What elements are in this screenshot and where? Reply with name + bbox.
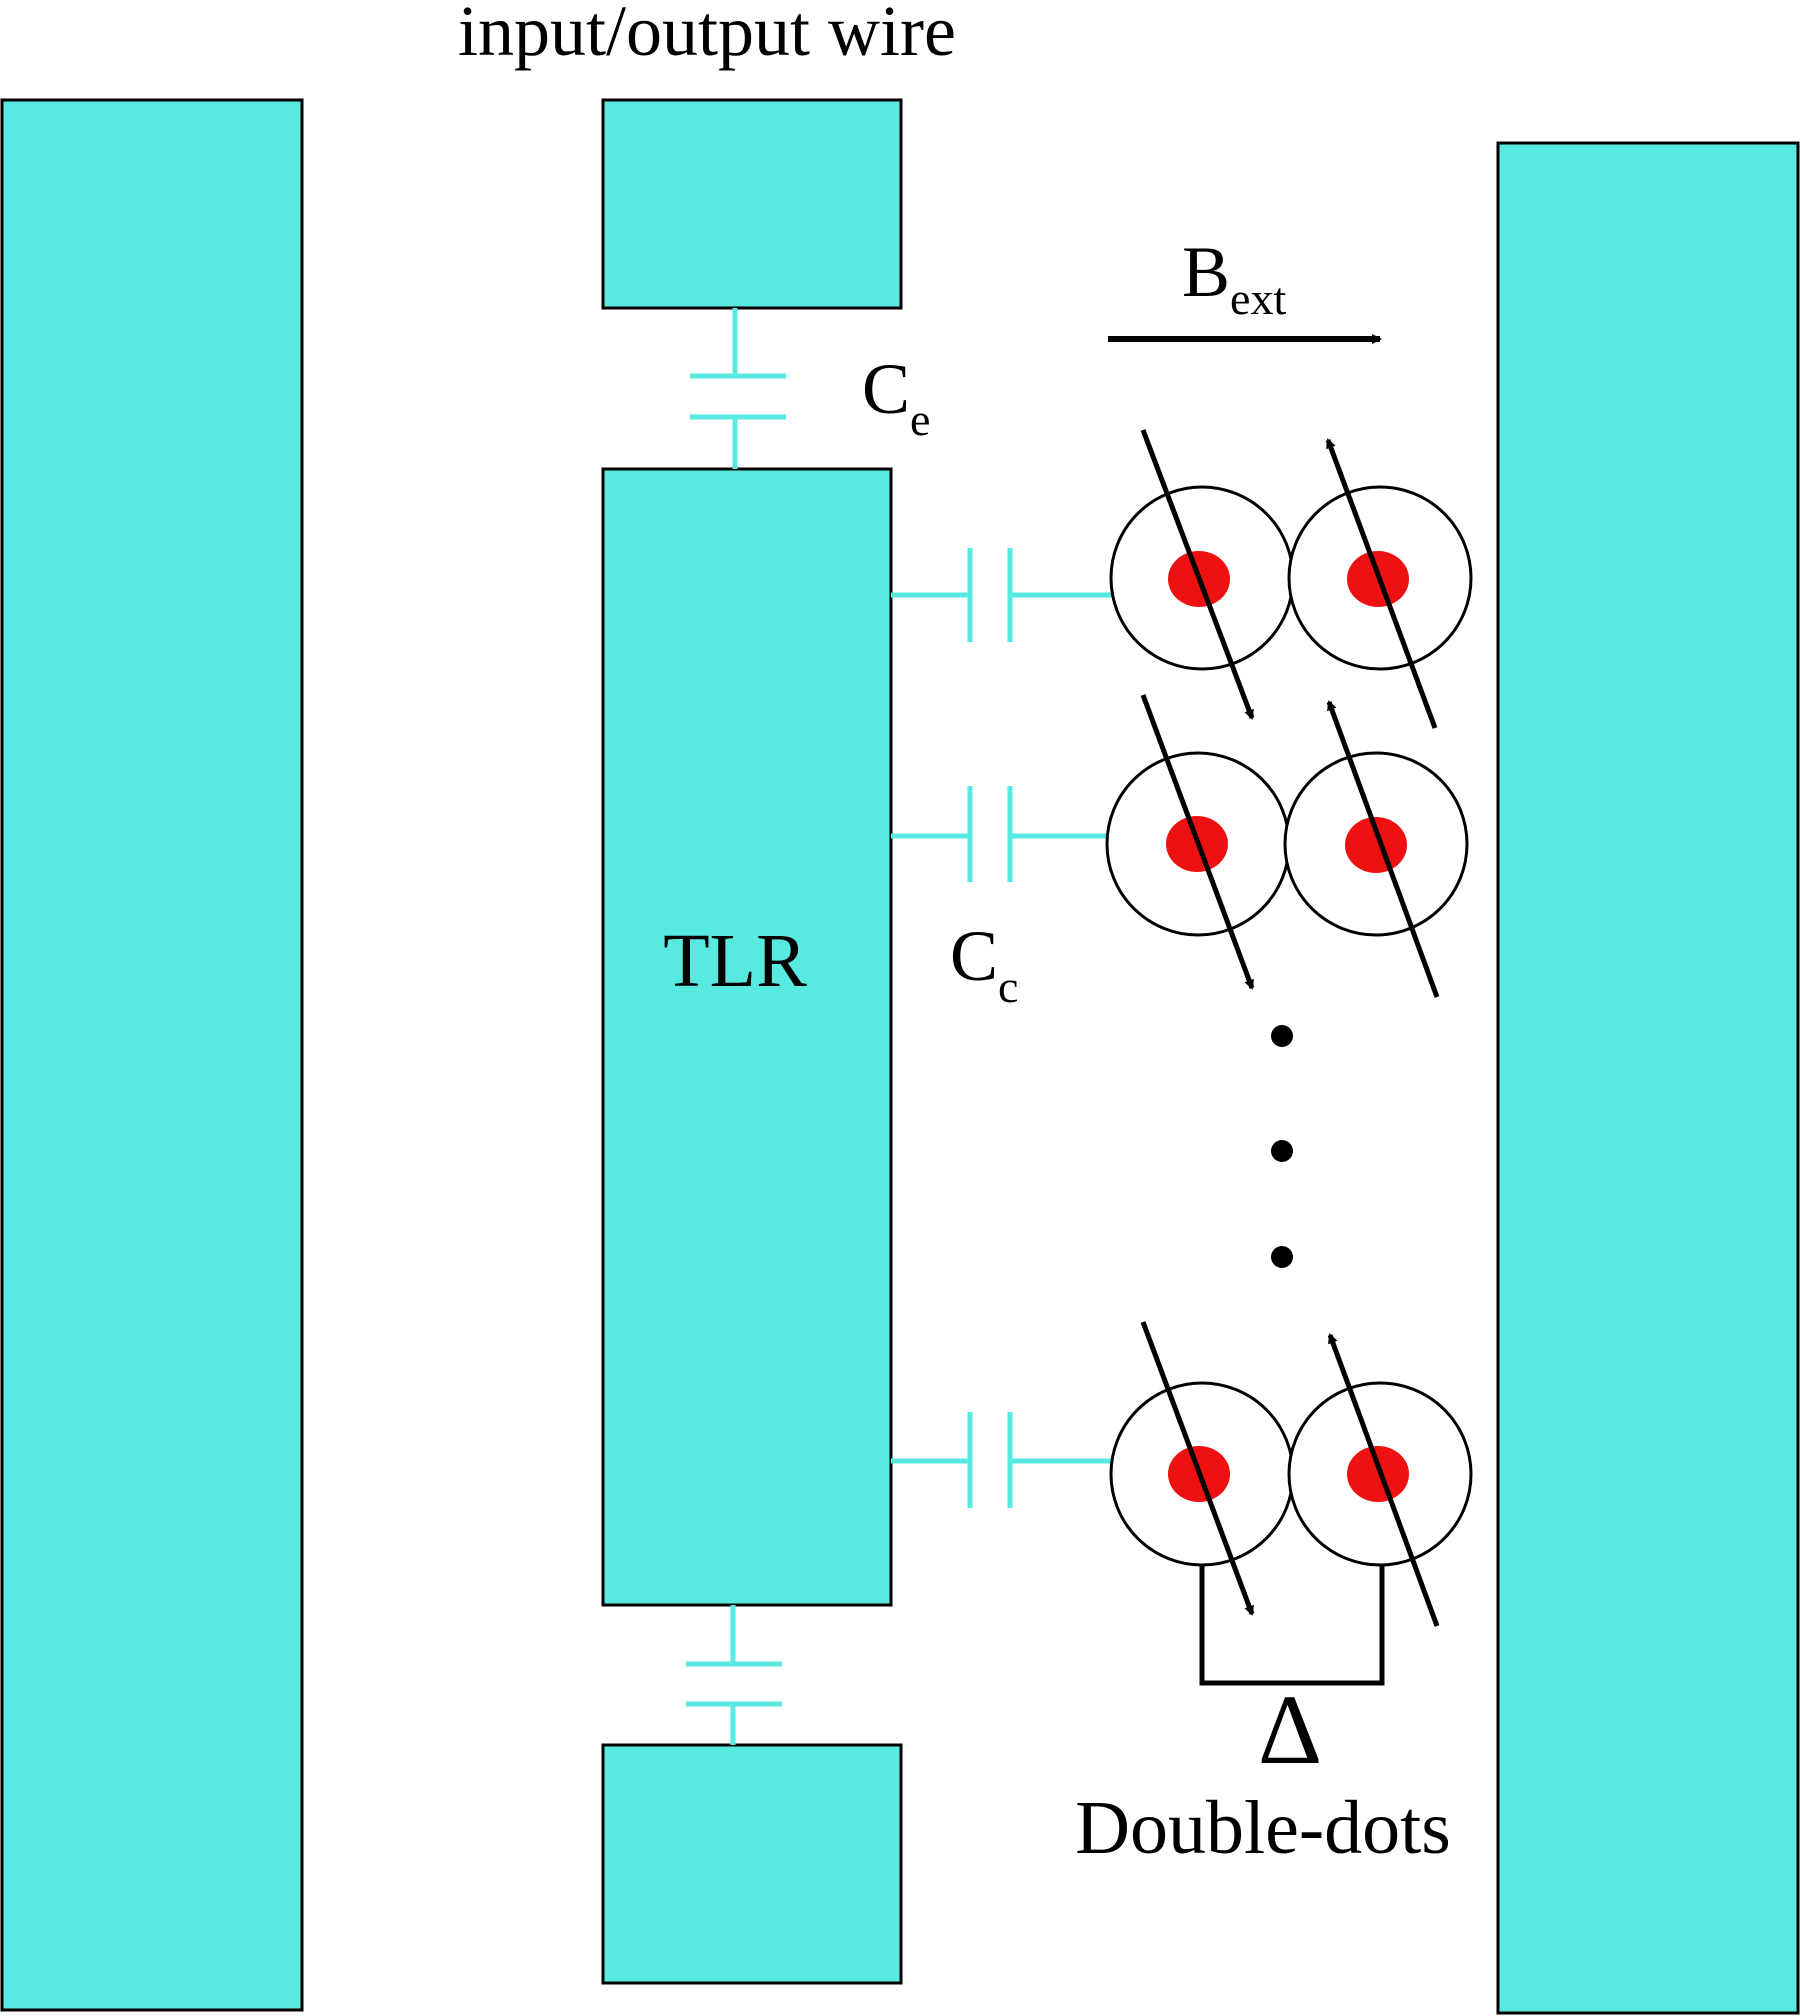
input-output-wire-label: input/output wire — [458, 0, 956, 71]
spin-up-arrow-icon — [1327, 1333, 1440, 1627]
spin-up-arrow-icon — [1325, 438, 1438, 729]
double-dots-label: Double-dots — [1075, 1786, 1451, 1870]
input-wire-pad — [601, 98, 903, 310]
electron-dot-right — [1347, 1446, 1409, 1502]
cc-label: Cc — [950, 916, 1018, 1012]
spin-up-arrow-icon — [1326, 700, 1440, 998]
double-dot-pair-3 — [1109, 1321, 1473, 1686]
spin-down-arrow-icon — [1140, 694, 1255, 990]
output-wire-pad — [601, 1743, 903, 1985]
ce-subscript: e — [910, 394, 930, 445]
double-dot-pair-2 — [1105, 694, 1469, 998]
ce-top-capacitor — [690, 308, 786, 469]
spin-down-arrow-icon — [1140, 429, 1255, 720]
cc-capacitor-1 — [891, 548, 1114, 642]
double-dot-bracket — [1199, 1565, 1385, 1686]
bext-label: Bext — [1182, 232, 1286, 324]
double-dot-pair-1 — [1109, 429, 1473, 729]
cc-subscript: c — [998, 961, 1018, 1012]
right-ground-plane — [1496, 141, 1800, 2015]
spin-down-arrow-icon — [1140, 1321, 1255, 1616]
ce-label: Ce — [862, 349, 930, 445]
tlr-resonator — [601, 467, 893, 1607]
left-ground-plane — [0, 98, 304, 2012]
cc-capacitor-3 — [891, 1412, 1114, 1508]
vertical-ellipsis-icon — [1271, 1025, 1293, 1268]
cc-capacitor-2 — [891, 786, 1110, 882]
tlr-label: TLR — [663, 919, 807, 1003]
bext-subscript: ext — [1230, 273, 1286, 324]
ce-bottom-capacitor — [686, 1605, 782, 1745]
electron-dot-right — [1345, 817, 1407, 873]
delta-symbol: Δ — [1258, 1674, 1322, 1785]
